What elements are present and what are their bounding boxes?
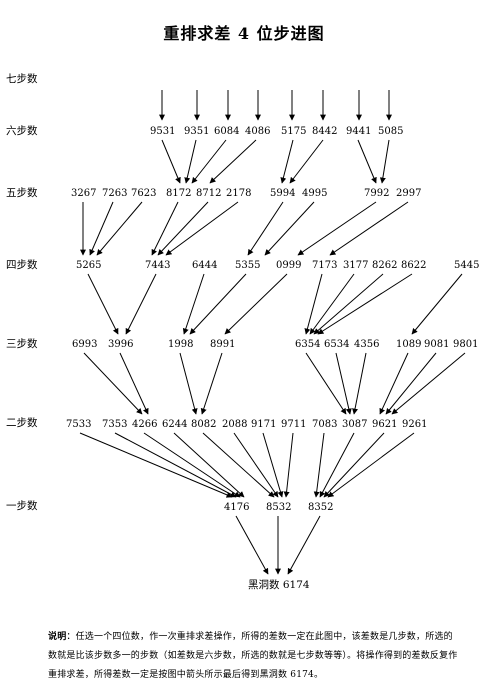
num-5994: 5994 <box>270 188 295 199</box>
num-9081: 9081 <box>424 339 449 350</box>
num-8532: 8532 <box>266 502 291 513</box>
step-diagram: 七步数 六步数 五步数 四步数 三步数 二步数 一步数 9531 9351 60… <box>6 72 479 591</box>
page-title: 重排求差 4 位步进图 <box>163 24 325 43</box>
num-6993: 6993 <box>72 339 97 350</box>
level-label-1: 一步数 <box>6 499 38 512</box>
num-7443: 7443 <box>145 260 170 271</box>
num-8172: 8172 <box>166 188 191 199</box>
num-7623: 7623 <box>131 188 156 199</box>
num-3177: 3177 <box>343 260 368 271</box>
level-labels: 七步数 六步数 五步数 四步数 三步数 二步数 一步数 <box>6 72 38 512</box>
num-9351: 9351 <box>184 126 209 137</box>
num-7353: 7353 <box>102 419 127 430</box>
num-9801: 9801 <box>453 339 478 350</box>
num-2997: 2997 <box>396 188 421 199</box>
level-label-6: 六步数 <box>6 124 38 137</box>
num-5445: 5445 <box>454 260 479 271</box>
arrows-seven-to-six <box>159 90 392 121</box>
num-6244: 6244 <box>162 419 187 430</box>
num-8622: 8622 <box>401 260 426 271</box>
explanation-note: 说明：任选一个四位数，作一次重排求差操作，所得的差数一定在此图中，该差数是几步数… <box>48 628 458 685</box>
num-0999: 0999 <box>276 260 301 271</box>
level-label-4: 四步数 <box>6 258 38 271</box>
note-text: ：任选一个四位数，作一次重排求差操作，所得的差数一定在此图中，该差数是几步数，所… <box>48 632 458 680</box>
arrows-two-to-one <box>79 432 415 498</box>
num-7173: 7173 <box>312 260 337 271</box>
num-8082: 8082 <box>191 419 216 430</box>
level-label-2: 二步数 <box>6 416 38 429</box>
num-6444: 6444 <box>192 260 217 271</box>
black-hole-number: 黑洞数 6174 <box>248 578 310 591</box>
num-8991: 8991 <box>210 339 235 350</box>
num-6354: 6354 <box>295 339 320 350</box>
num-5175: 5175 <box>281 126 306 137</box>
num-9531: 9531 <box>150 126 175 137</box>
arrows-three-to-two <box>83 352 466 415</box>
arrows-six-to-five <box>161 139 390 184</box>
num-4266: 4266 <box>132 419 157 430</box>
num-7083: 7083 <box>312 419 337 430</box>
num-5085: 5085 <box>378 126 403 137</box>
num-9171: 9171 <box>251 419 276 430</box>
num-3267: 3267 <box>71 188 96 199</box>
num-2088: 2088 <box>222 419 247 430</box>
one-step-row: 4176 8532 8352 <box>224 502 333 513</box>
num-7992: 7992 <box>364 188 389 199</box>
num-7533: 7533 <box>66 419 91 430</box>
num-9711: 9711 <box>281 419 306 430</box>
four-step-row: 5265 7443 6444 5355 0999 7173 3177 8262 … <box>76 260 479 271</box>
num-4176: 4176 <box>224 502 249 513</box>
num-8712: 8712 <box>196 188 221 199</box>
arrows-one-to-blackhole <box>235 515 321 575</box>
note-label: 说明 <box>48 632 67 642</box>
num-5265: 5265 <box>76 260 101 271</box>
num-8352: 8352 <box>308 502 333 513</box>
two-step-row: 7533 7353 4266 6244 8082 2088 9171 9711 … <box>66 419 427 430</box>
num-4356: 4356 <box>354 339 379 350</box>
num-9441: 9441 <box>346 126 371 137</box>
num-6534: 6534 <box>324 339 349 350</box>
three-step-row: 6993 3996 1998 8991 6354 6534 4356 1089 … <box>72 339 478 350</box>
num-2178: 2178 <box>226 188 251 199</box>
num-5355: 5355 <box>235 260 260 271</box>
num-1089: 1089 <box>396 339 421 350</box>
level-label-7: 七步数 <box>6 72 38 85</box>
num-9621: 9621 <box>372 419 397 430</box>
arrows-four-to-three <box>87 273 463 335</box>
num-6084: 6084 <box>214 126 239 137</box>
num-4086: 4086 <box>245 126 270 137</box>
num-4995: 4995 <box>302 188 327 199</box>
five-step-row: 3267 7263 7623 8172 8712 2178 5994 4995 … <box>71 188 421 199</box>
num-3087: 3087 <box>342 419 367 430</box>
num-8262: 8262 <box>372 260 397 271</box>
num-3996: 3996 <box>108 339 133 350</box>
level-label-3: 三步数 <box>6 337 38 350</box>
num-8442: 8442 <box>312 126 337 137</box>
level-label-5: 五步数 <box>6 186 38 199</box>
num-9261: 9261 <box>402 419 427 430</box>
num-7263: 7263 <box>102 188 127 199</box>
arrows-five-to-four <box>80 201 409 256</box>
six-step-row: 9531 9351 6084 4086 5175 8442 9441 5085 <box>150 126 403 137</box>
num-1998: 1998 <box>168 339 193 350</box>
